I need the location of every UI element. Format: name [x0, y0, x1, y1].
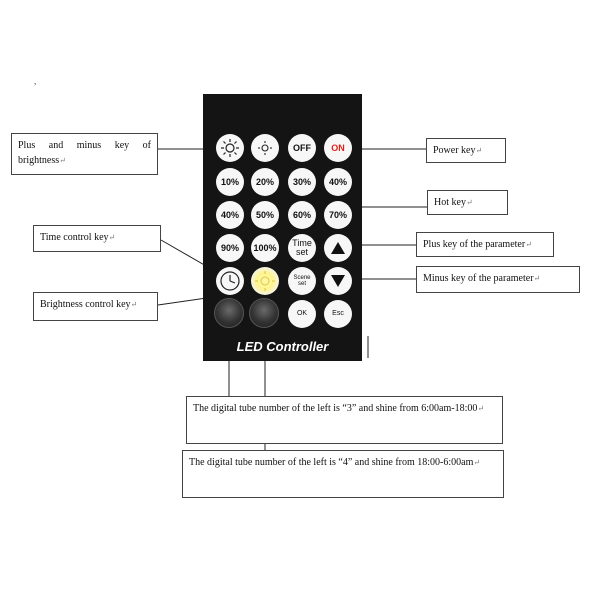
- on-button[interactable]: ON: [324, 134, 352, 162]
- stray-mark: ,: [34, 76, 37, 86]
- return-mark: ↵: [533, 274, 541, 283]
- param-plus-button[interactable]: [324, 234, 352, 262]
- scene-set-line-1: Scene: [293, 274, 311, 281]
- return-mark: ↵: [465, 198, 473, 207]
- preset-40-button[interactable]: 40%: [324, 168, 352, 196]
- param-minus-button[interactable]: [324, 267, 352, 295]
- preset-30-button[interactable]: 30%: [288, 168, 316, 196]
- callout-hot-text: Hot key: [434, 197, 466, 208]
- clock-icon: [220, 271, 240, 291]
- return-mark: ↵: [477, 404, 485, 413]
- return-mark: ↵: [473, 458, 481, 467]
- preset-10-button[interactable]: 10%: [216, 168, 244, 196]
- brightness-control-button[interactable]: [251, 267, 279, 295]
- digital-tube-left-3: [214, 298, 244, 328]
- callout-minus-param: Minus key of the parameter↵: [416, 266, 580, 293]
- callout-plus-param: Plus key of the parameter↵: [416, 232, 554, 257]
- callout-power: Power key↵: [426, 138, 506, 163]
- scene-set-button[interactable]: Scene set: [288, 267, 316, 295]
- callout-digital-left-3: The digital tube number of the left is “…: [186, 396, 503, 444]
- return-mark: ↵: [475, 146, 483, 155]
- ok-button[interactable]: OK: [288, 300, 316, 328]
- callout-minus-param-text: Minus key of the parameter: [423, 273, 534, 284]
- callout-power-text: Power key: [433, 145, 476, 156]
- preset-70-button[interactable]: 70%: [324, 201, 352, 229]
- return-mark: ↵: [108, 233, 116, 242]
- return-mark: ↵: [130, 300, 138, 309]
- scene-set-label: Scene set: [293, 275, 310, 288]
- callout-brightness-control-text: Brightness control key: [40, 299, 131, 310]
- time-set-button[interactable]: Time set: [288, 234, 316, 262]
- sun-small-icon: [258, 141, 272, 155]
- time-set-line-2: set: [295, 247, 308, 257]
- bright-sun-icon: [255, 271, 275, 291]
- triangle-down-icon: [331, 275, 345, 287]
- callout-digital-left-4-text: The digital tube number of the left is “…: [189, 457, 474, 468]
- callout-plus-param-text: Plus key of the parameter: [423, 239, 526, 250]
- callout-digital-left-3-text: The digital tube number of the left is “…: [193, 403, 478, 414]
- return-mark: ↵: [525, 240, 532, 249]
- callout-hot: Hot key↵: [427, 190, 508, 215]
- callout-brightness-pm-text: Plus and minus key of brightness: [18, 140, 151, 166]
- remote-title: LED Controller: [236, 339, 329, 354]
- callout-brightness-control: Brightness control key↵: [33, 292, 158, 321]
- esc-button[interactable]: Esc: [324, 300, 352, 328]
- callout-brightness-pm: Plus and minus key of brightness↵: [11, 133, 158, 175]
- time-set-line-1: Time: [292, 238, 312, 248]
- sun-large-icon: [221, 139, 239, 157]
- time-control-button[interactable]: [216, 267, 244, 295]
- scene-set-line-2: set: [297, 281, 306, 287]
- time-set-label: Time set: [292, 239, 312, 257]
- led-remote: OFF ON 10% 20% 30% 40% 40% 50% 60% 70% 9…: [203, 94, 362, 361]
- triangle-up-icon: [331, 242, 345, 254]
- brightness-minus-button[interactable]: [251, 134, 279, 162]
- callout-time-control-text: Time control key: [40, 232, 109, 243]
- callout-digital-left-4: The digital tube number of the left is “…: [182, 450, 504, 498]
- brightness-plus-button[interactable]: [216, 134, 244, 162]
- digital-tube-left-4: [249, 298, 279, 328]
- callout-time-control: Time control key↵: [33, 225, 161, 252]
- off-button[interactable]: OFF: [288, 134, 316, 162]
- preset-40b-button[interactable]: 40%: [216, 201, 244, 229]
- preset-60-button[interactable]: 60%: [288, 201, 316, 229]
- preset-50-button[interactable]: 50%: [251, 201, 279, 229]
- return-mark: ↵: [59, 156, 66, 165]
- preset-20-button[interactable]: 20%: [251, 168, 279, 196]
- preset-90-button[interactable]: 90%: [216, 234, 244, 262]
- preset-100-button[interactable]: 100%: [251, 234, 279, 262]
